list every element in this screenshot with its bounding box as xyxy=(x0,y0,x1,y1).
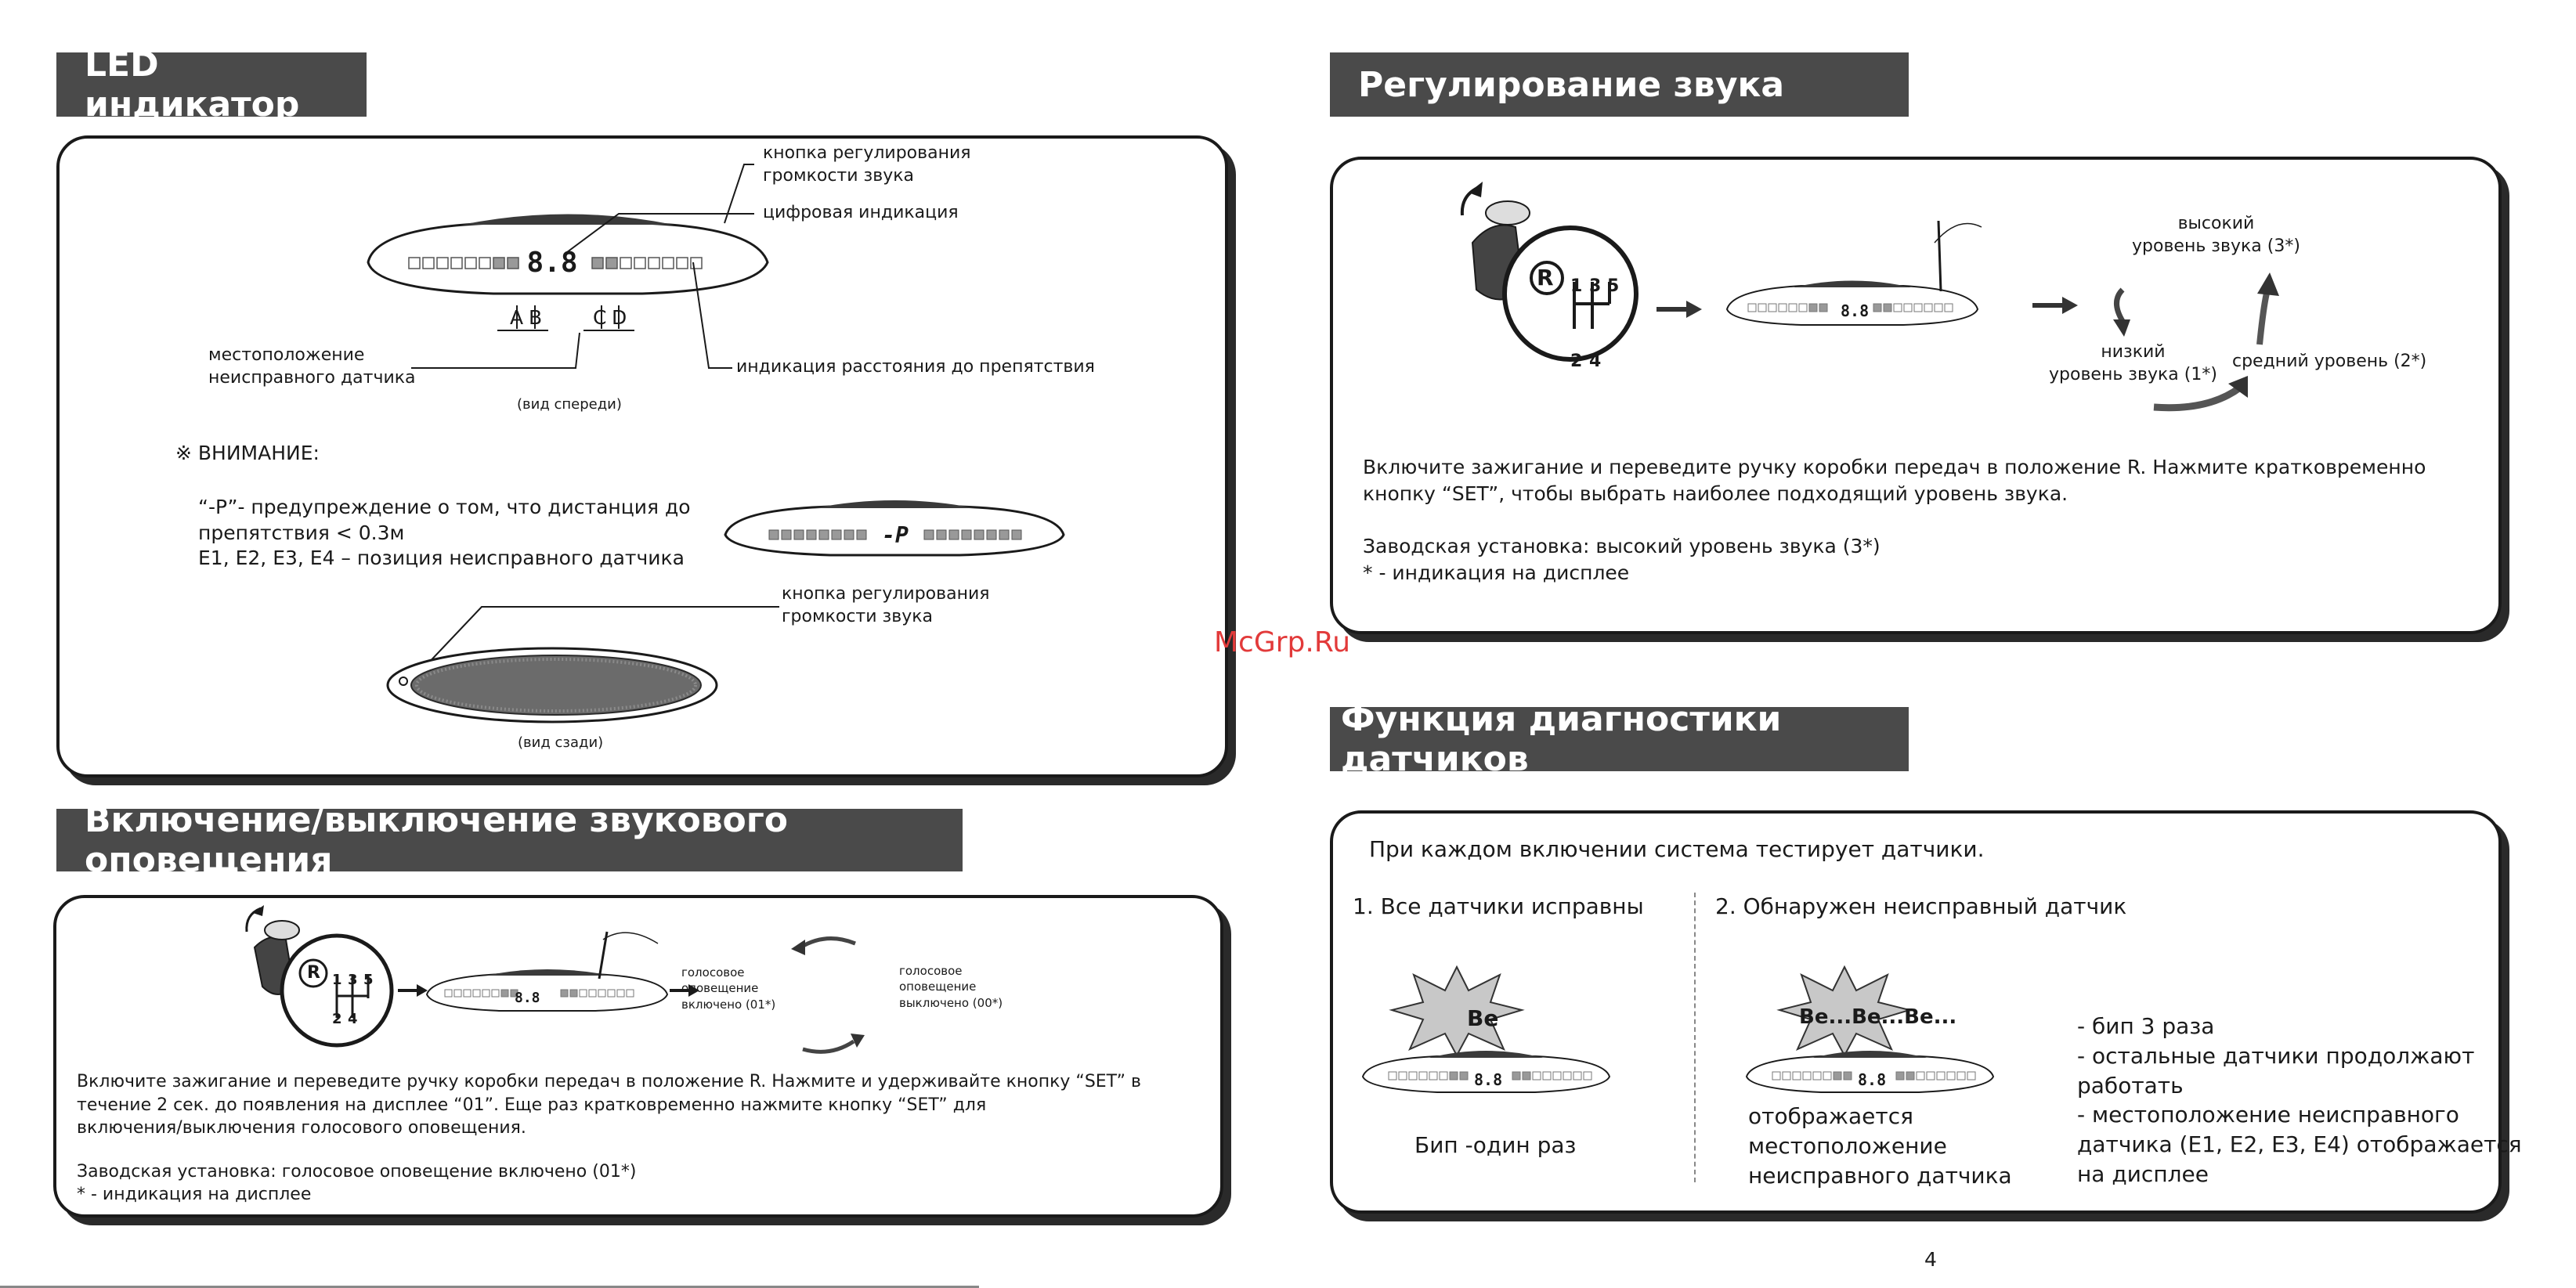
rear-display-illustration xyxy=(386,606,779,723)
diag-display-1 xyxy=(1361,1051,1611,1093)
diag-section-title: Функция диагностики датчиков xyxy=(1330,699,1909,779)
sound-cycle-arrows xyxy=(2113,272,2279,412)
watermark: McGrp.Ru xyxy=(1214,626,1351,658)
diag-display-2 xyxy=(1745,1051,1995,1093)
voice-gear-4: 4 xyxy=(348,1011,358,1027)
voice-on-label: голосовое оповещение включено (01*) xyxy=(681,965,776,1012)
sound-note: * - индикация на дисплее xyxy=(1363,561,1630,584)
sound-display-illustration xyxy=(1725,220,1982,326)
voice-off-label: голосовое оповещение выключено (00*) xyxy=(899,964,1003,1010)
sound-display-digits: 8.8 xyxy=(1841,301,1870,320)
voice-arrow-2 xyxy=(670,984,699,997)
led-letter-a: A xyxy=(510,306,524,329)
voice-panel xyxy=(53,895,1223,1218)
voice-gear-1: 1 xyxy=(332,972,342,988)
sound-low-label: низкий уровень звука (1*) xyxy=(2049,342,2217,384)
sound-gear-illustration xyxy=(1460,182,1638,362)
voice-title-text: Включение/выключение звукового оповещени… xyxy=(85,800,789,880)
diag-caption-1: Бип -один раз xyxy=(1414,1132,1577,1158)
voice-factory-setting: Заводская установка: голосовое оповещени… xyxy=(77,1162,637,1182)
led-letter-c: C xyxy=(593,306,607,329)
diag-list: - бип 3 раза - остальные датчики продолж… xyxy=(2077,1013,2522,1187)
voice-section-title: Включение/выключение звукового оповещени… xyxy=(56,800,963,880)
diag-beep-1: Be xyxy=(1467,1005,1499,1031)
bottom-rule xyxy=(0,1286,979,1288)
led-section-title: LED индикатор xyxy=(56,45,367,124)
sound-factory-setting: Заводская установка: высокий уровень зву… xyxy=(1363,535,1881,557)
led-warning-text: “-P”- предупреждение о том, что дистанци… xyxy=(198,496,691,569)
front-digits: 8.8 xyxy=(526,247,577,279)
diag-beep-3: Be...Be...Be... xyxy=(1799,1005,1957,1029)
sound-gear-5: 5 xyxy=(1607,276,1620,296)
sound-high-label: высокий уровень звука (3*) xyxy=(2132,214,2300,256)
diag-panel xyxy=(1330,810,2502,1214)
front-display-illustration: 8.8 xyxy=(367,214,769,295)
sound-instructions: Включите зажигание и переведите ручку ко… xyxy=(1363,456,2426,505)
led-distance-label: индикация расстояния до препятствия xyxy=(736,357,1095,377)
diag-digits-1: 8.8 xyxy=(1474,1070,1503,1089)
voice-gear-r: R xyxy=(307,963,320,983)
sound-gear-3: 3 xyxy=(1589,276,1602,296)
page-number: 4 xyxy=(1924,1248,1937,1271)
voice-display-digits: 8.8 xyxy=(515,990,540,1006)
sound-gear-2: 2 xyxy=(1570,352,1583,371)
sound-title-text: Регулирование звука xyxy=(1358,64,1785,105)
sound-gear-r: R xyxy=(1537,265,1554,290)
diag-case-2: 2. Обнаружен неисправный датчик xyxy=(1715,893,2127,919)
led-digital-label: цифровая индикация xyxy=(763,203,959,222)
diag-digits-2: 8.8 xyxy=(1858,1070,1887,1089)
sound-gear-4: 4 xyxy=(1589,352,1602,371)
voice-gear-5: 5 xyxy=(363,972,374,988)
voice-cycle-arrows xyxy=(791,936,865,1054)
led-volume-button-label: кнопка регулирования громкости звука xyxy=(763,143,971,186)
led-attention: ※ ВНИМАНИЕ: xyxy=(175,442,320,464)
voice-gear-2: 2 xyxy=(332,1011,342,1027)
sound-panel xyxy=(1330,157,2502,634)
sound-section-title: Регулирование звука xyxy=(1330,52,1909,117)
voice-gear-illustration xyxy=(245,905,394,1048)
voice-note: * - индикация на дисплее xyxy=(77,1185,312,1204)
diag-case-1: 1. Все датчики исправны xyxy=(1353,893,1644,919)
voice-gear-3: 3 xyxy=(348,972,358,988)
front-segments xyxy=(408,257,703,269)
led-letter-d: D xyxy=(612,306,627,329)
led-volume-button-label-rear: кнопка регулирования громкости звука xyxy=(782,584,990,626)
voice-arrow-1 xyxy=(398,984,428,997)
led-rear-view: (вид сзади) xyxy=(518,734,604,751)
diag-caption-2: отображается местоположение неисправного… xyxy=(1748,1103,2012,1189)
diag-intro: При каждом включении система тестирует д… xyxy=(1369,836,1985,862)
led-location-label: местоположение неисправного датчика xyxy=(208,345,416,388)
led-letter-b: B xyxy=(529,306,543,329)
diag-title-text: Функция диагностики датчиков xyxy=(1341,699,1782,779)
p-display-illustration: -P xyxy=(724,500,1065,557)
p-display-text: -P xyxy=(882,522,909,548)
voice-display-illustration xyxy=(425,931,669,1012)
led-front-view: (вид спереди) xyxy=(517,396,622,413)
led-title-text: LED индикатор xyxy=(85,45,300,124)
sound-mid-label: средний уровень (2*) xyxy=(2232,352,2427,371)
sound-arrow-1 xyxy=(1657,301,1702,318)
sound-gear-1: 1 xyxy=(1570,276,1583,296)
voice-instructions: Включите зажигание и переведите ручку ко… xyxy=(77,1072,1141,1138)
diag-divider xyxy=(1694,893,1696,1182)
sound-arrow-2 xyxy=(2032,297,2078,314)
